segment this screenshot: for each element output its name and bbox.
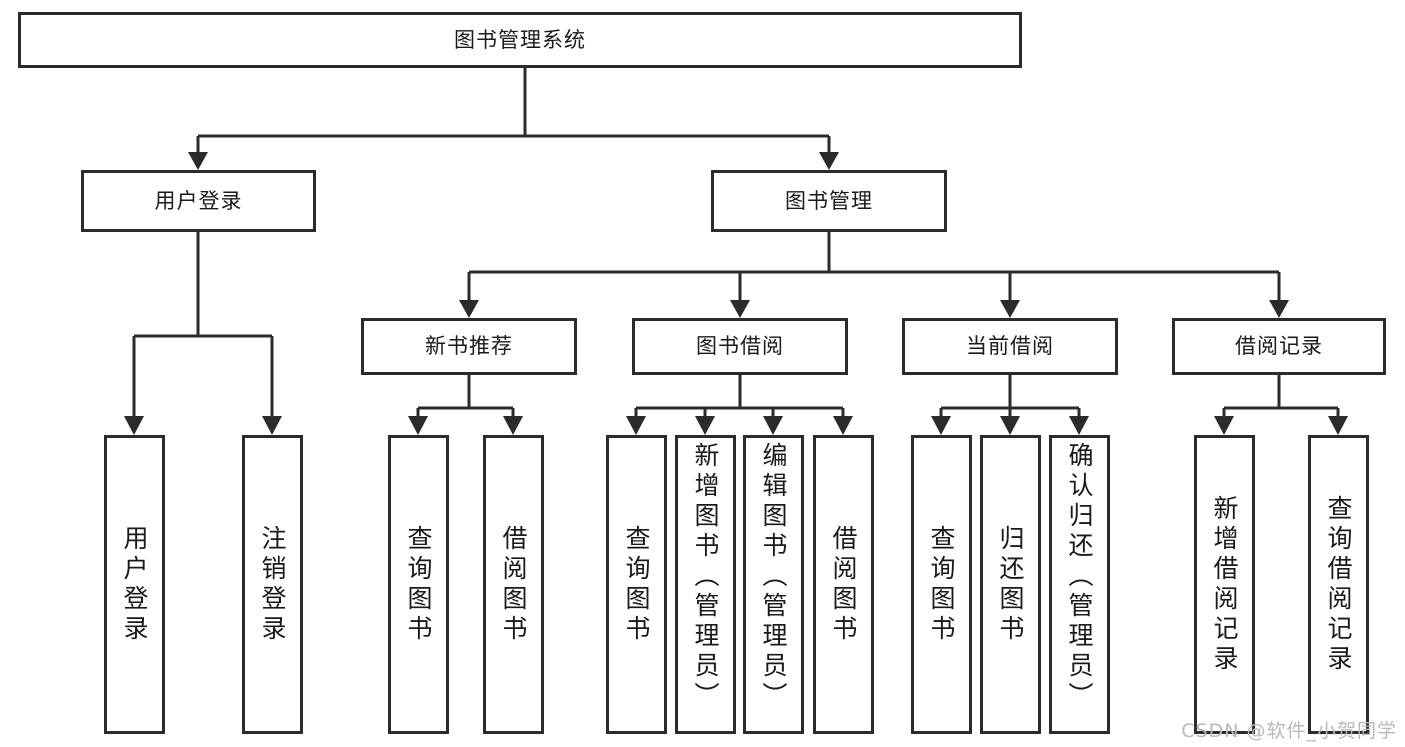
arrowhead-leaf-br-query: [1328, 416, 1348, 435]
leaf-bookborrow-edit-book[interactable]: 编辑图书（管理员）: [743, 435, 804, 734]
node-label: 归还图书: [996, 524, 1025, 645]
arrowhead-current-borrow: [1000, 300, 1020, 318]
node-user-login[interactable]: 用户登录: [81, 170, 316, 232]
node-label: 注销登录: [258, 524, 287, 645]
arrowhead-leaf-logout: [262, 416, 282, 435]
node-new-book-recommend[interactable]: 新书推荐: [361, 318, 577, 375]
leaf-currentborrow-confirm-return[interactable]: 确认归还（管理员）: [1049, 435, 1110, 734]
leaf-borrowrecord-query-record[interactable]: 查询借阅记录: [1308, 435, 1369, 734]
node-label: 当前借阅: [966, 334, 1054, 358]
arrowhead-leaf-br-add: [1214, 416, 1234, 435]
arrowhead-book-borrow: [730, 300, 750, 318]
node-borrow-record[interactable]: 借阅记录: [1172, 318, 1386, 375]
node-book-management[interactable]: 图书管理: [711, 170, 947, 232]
node-label: 图书管理系统: [454, 27, 586, 52]
arrowhead-leaf-bb-query: [626, 416, 646, 435]
leaf-bookborrow-add-book[interactable]: 新增图书（管理员）: [675, 435, 736, 734]
leaf-newbook-borrow-book[interactable]: 借阅图书: [483, 435, 544, 734]
node-label: 图书管理: [785, 188, 873, 213]
arrowhead-new-book: [459, 300, 479, 318]
node-label: 查询图书: [622, 524, 651, 645]
node-label: 借阅图书: [829, 524, 858, 645]
leaf-user-login[interactable]: 用户登录: [104, 435, 165, 734]
leaf-newbook-query-book[interactable]: 查询图书: [388, 435, 449, 734]
node-label: 编辑图书（管理员）: [759, 442, 788, 712]
leaf-bookborrow-borrow-book[interactable]: 借阅图书: [813, 435, 874, 734]
node-current-borrow[interactable]: 当前借阅: [902, 318, 1118, 375]
node-label: 图书借阅: [696, 334, 784, 358]
arrowhead-leaf-cb-confirm: [1069, 416, 1089, 435]
node-book-borrow[interactable]: 图书借阅: [632, 318, 848, 375]
leaf-currentborrow-return-book[interactable]: 归还图书: [980, 435, 1041, 734]
node-label: 借阅图书: [499, 524, 528, 645]
node-label: 新增图书（管理员）: [691, 442, 720, 712]
arrowhead-leaf-bb-edit: [763, 416, 783, 435]
node-label: 用户登录: [120, 524, 149, 645]
node-label: 查询图书: [404, 524, 433, 645]
arrowhead-leaf-bb-borrow: [833, 416, 853, 435]
node-label: 新增借阅记录: [1210, 494, 1239, 675]
node-label: 新书推荐: [425, 334, 513, 358]
node-label: 查询借阅记录: [1324, 494, 1353, 675]
arrowhead-user-login: [188, 152, 208, 170]
leaf-currentborrow-query-book[interactable]: 查询图书: [911, 435, 972, 734]
leaf-logout[interactable]: 注销登录: [242, 435, 303, 734]
arrowhead-leaf-cb-query: [931, 416, 951, 435]
arrowhead-leaf-cb-return: [1000, 416, 1020, 435]
node-label: 借阅记录: [1235, 334, 1323, 358]
arrowhead-leaf-newbook-borrow: [503, 416, 523, 435]
node-root-system[interactable]: 图书管理系统: [18, 12, 1022, 68]
arrowhead-borrow-record: [1269, 300, 1289, 318]
node-label: 查询图书: [927, 524, 956, 645]
node-label: 用户登录: [154, 188, 243, 213]
arrowhead-leaf-bb-add: [695, 416, 715, 435]
arrowhead-leaf-user-login: [124, 416, 144, 435]
leaf-bookborrow-query-book[interactable]: 查询图书: [606, 435, 667, 734]
arrowhead-leaf-newbook-query: [408, 416, 428, 435]
leaf-borrowrecord-add-record[interactable]: 新增借阅记录: [1194, 435, 1255, 734]
arrowhead-book-mgmt: [819, 152, 839, 170]
node-label: 确认归还（管理员）: [1065, 442, 1094, 712]
watermark-text: CSDN @软件_小贺同学: [1181, 720, 1397, 742]
